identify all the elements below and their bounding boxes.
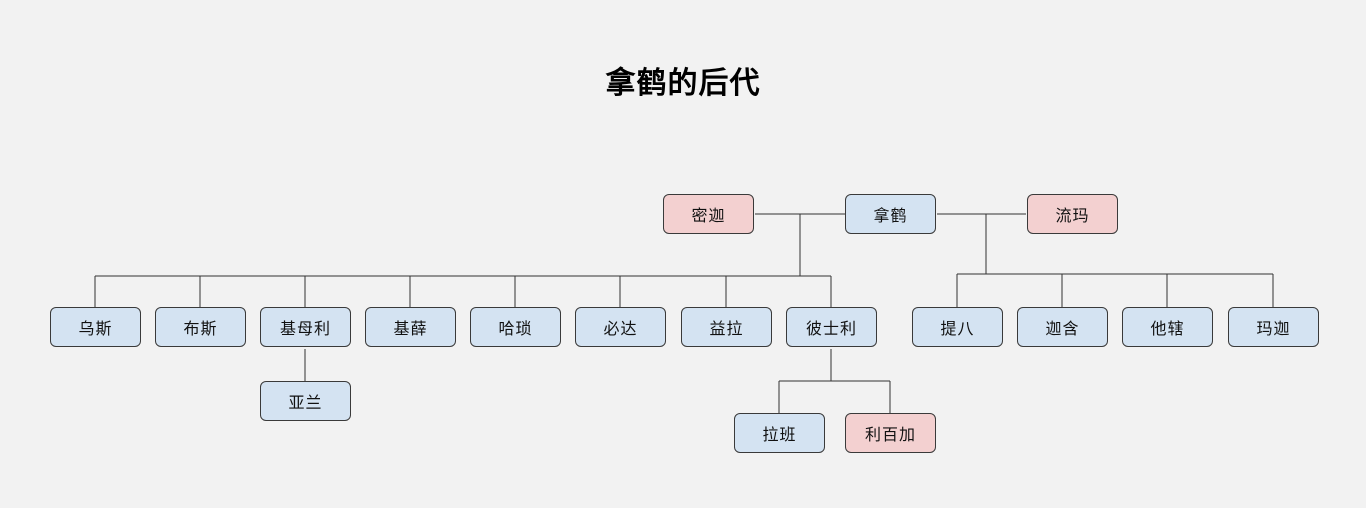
- person-node-nahor: 拿鹤: [845, 194, 936, 234]
- person-node-laban: 拉班: [734, 413, 825, 453]
- person-node-liuma: 流玛: [1027, 194, 1118, 234]
- person-node-libaijia: 利百加: [845, 413, 936, 453]
- person-node-yalan: 亚兰: [260, 381, 351, 421]
- person-node-wusi: 乌斯: [50, 307, 141, 347]
- person-node-tiba: 提八: [912, 307, 1003, 347]
- person-node-jixue: 基薛: [365, 307, 456, 347]
- person-node-yila: 益拉: [681, 307, 772, 347]
- person-node-busi: 布斯: [155, 307, 246, 347]
- person-node-taxia: 他辖: [1122, 307, 1213, 347]
- person-node-jiahan: 迦含: [1017, 307, 1108, 347]
- person-node-najian: 密迦: [663, 194, 754, 234]
- diagram-title: 拿鹤的后代: [605, 66, 761, 101]
- person-node-jimuli: 基母利: [260, 307, 351, 347]
- person-node-majia: 玛迦: [1228, 307, 1319, 347]
- person-node-bishili: 彼士利: [786, 307, 877, 347]
- person-node-bida: 必达: [575, 307, 666, 347]
- person-node-hasuo: 哈琐: [470, 307, 561, 347]
